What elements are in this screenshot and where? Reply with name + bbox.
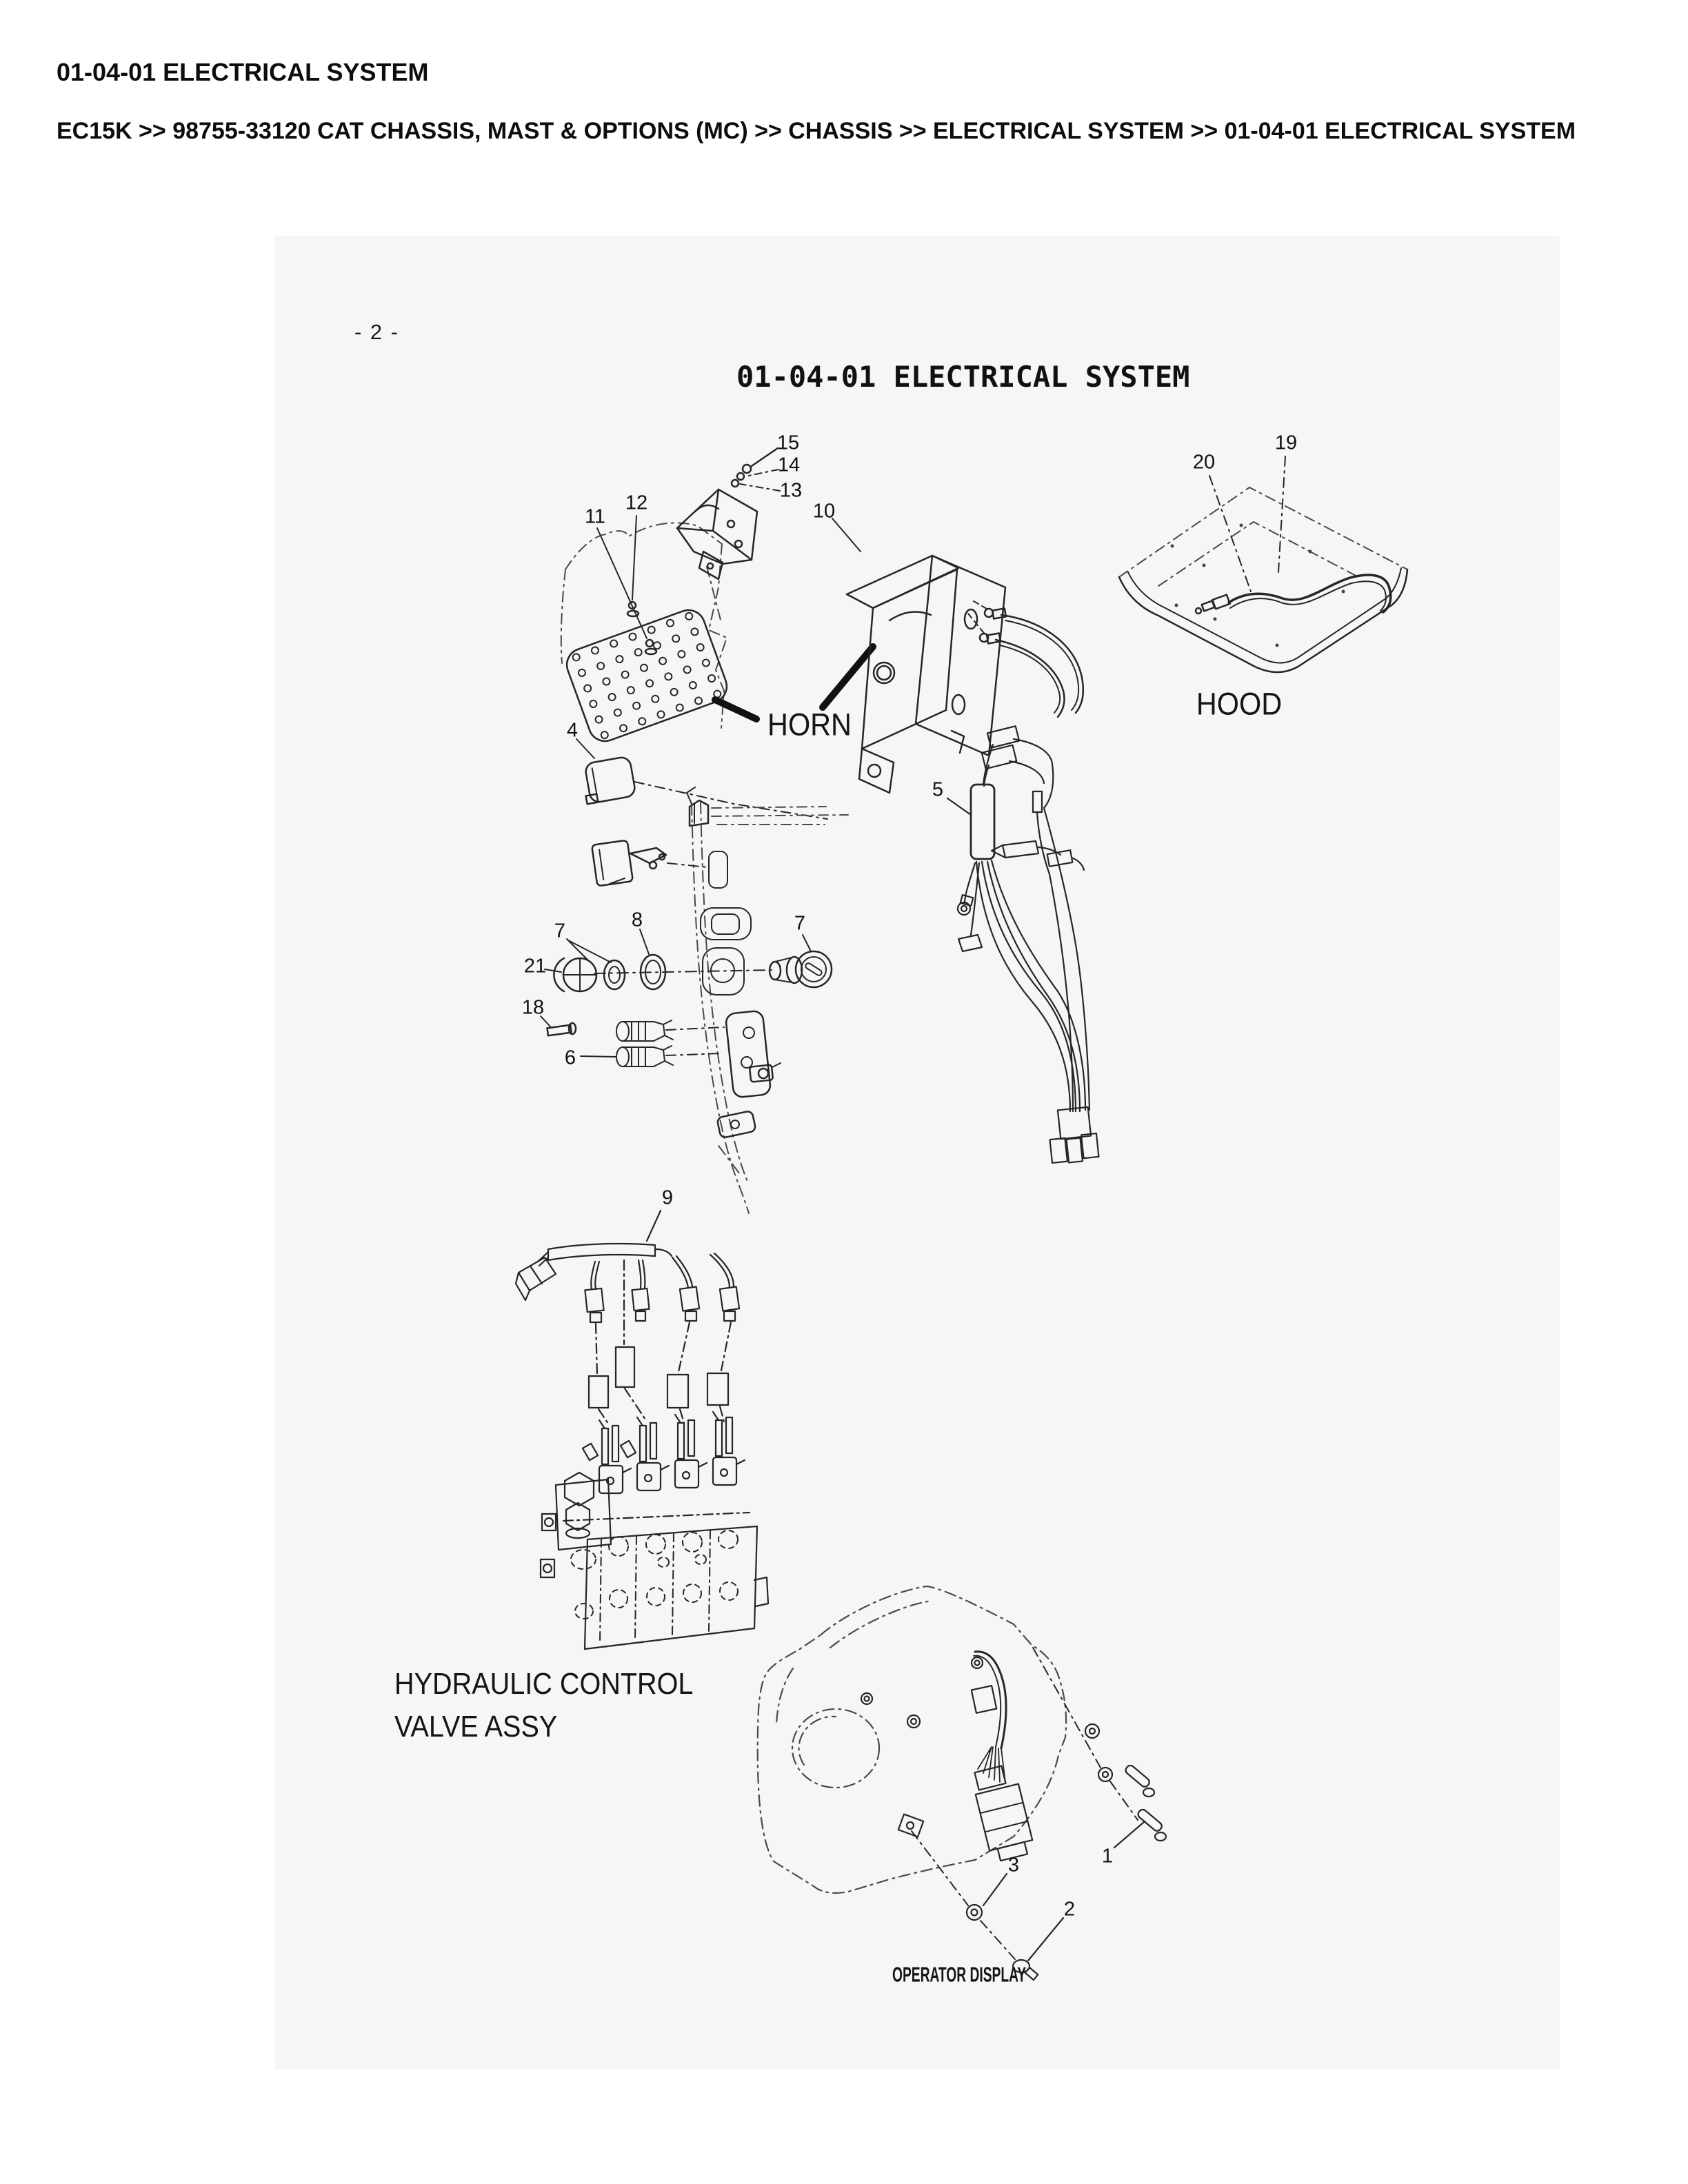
diagram-title: 01-04-01 ELECTRICAL SYSTEM bbox=[736, 360, 1190, 394]
horn-pointer-strokes bbox=[712, 643, 876, 722]
horn-mount-screws-11-12 bbox=[596, 515, 658, 656]
plate-holes bbox=[572, 611, 722, 740]
horn-small-bracket bbox=[676, 488, 758, 580]
callout-1: 1 bbox=[1101, 1845, 1114, 1868]
valve-block bbox=[539, 1471, 770, 1650]
page-number: - 2 - bbox=[354, 320, 400, 344]
callout-8: 8 bbox=[631, 909, 643, 931]
callout-10: 10 bbox=[812, 500, 836, 523]
harness-9-valve-group bbox=[514, 1209, 770, 1650]
wire-harness-5 bbox=[946, 725, 1100, 1164]
horn-perforated-plate bbox=[565, 609, 728, 742]
operator-display-group bbox=[756, 1585, 1167, 1981]
callout-20: 20 bbox=[1192, 451, 1216, 474]
callout-5: 5 bbox=[932, 778, 944, 801]
callout-2: 2 bbox=[1063, 1898, 1076, 1921]
scanned-page: - 2 - bbox=[274, 236, 1560, 2070]
callout-21: 21 bbox=[523, 955, 547, 978]
callout-7: 7 bbox=[794, 912, 806, 935]
console-panel-group bbox=[540, 738, 849, 1214]
hood-label: HOOD bbox=[1196, 686, 1283, 722]
callout-13: 13 bbox=[779, 479, 803, 502]
callout-18: 18 bbox=[521, 996, 545, 1019]
callout-15: 15 bbox=[776, 432, 800, 454]
hydraulic-control-valve-assy-label: HYDRAULIC CONTROL VALVE ASSY bbox=[394, 1667, 694, 1743]
callout-7: 7 bbox=[554, 920, 566, 942]
callout-6: 6 bbox=[564, 1046, 576, 1069]
valve-solenoids bbox=[581, 1410, 746, 1495]
operator-display-label: OPERATOR DISPLAY bbox=[892, 1962, 1027, 1987]
horn-screws-13-14-15 bbox=[730, 447, 781, 492]
callout-14: 14 bbox=[777, 454, 801, 476]
breadcrumb[interactable]: EC15K >> 98755-33120 CAT CHASSIS, MAST &… bbox=[57, 118, 1576, 144]
page-title: 01-04-01 ELECTRICAL SYSTEM bbox=[57, 58, 429, 86]
callout-12: 12 bbox=[625, 492, 648, 514]
bulb-sockets bbox=[616, 1020, 674, 1067]
callout-19: 19 bbox=[1274, 432, 1298, 454]
callout-11: 11 bbox=[584, 505, 606, 528]
horn-chassis-sketch bbox=[560, 522, 727, 729]
horn-label: HORN bbox=[767, 707, 852, 742]
callout-3: 3 bbox=[1007, 1854, 1020, 1877]
callout-9: 9 bbox=[661, 1186, 674, 1209]
hood-group bbox=[1118, 456, 1409, 674]
callout-4: 4 bbox=[566, 719, 579, 742]
